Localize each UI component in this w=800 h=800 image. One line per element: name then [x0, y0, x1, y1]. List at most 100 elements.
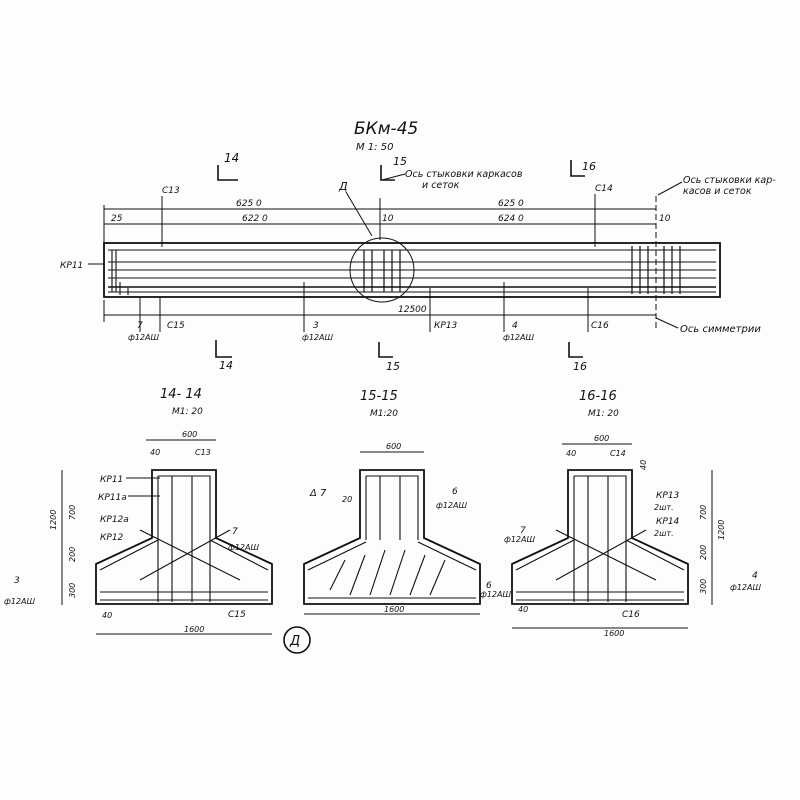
section-15-pos-6-top-spec: ф12АШ: [436, 501, 467, 510]
pos-7-label: 7: [137, 321, 143, 331]
section-16-kp13: КР13: [656, 491, 680, 501]
kp13-elevation-label: КР13: [434, 321, 458, 331]
section-marker-15-bottom-label: 15: [386, 360, 400, 373]
dim-25: 25: [111, 214, 123, 224]
section-16-pos-7: 7: [520, 526, 526, 536]
dim-12500: 12500: [398, 305, 427, 315]
section-14-scale: М1: 20: [172, 407, 203, 417]
section-15-hatching: [329, 549, 446, 596]
beam-outline: [103, 242, 721, 298]
section-15-pos-6-bottom: 6: [486, 581, 492, 591]
section-15-outline: [303, 469, 481, 605]
beam-stirrups-center: [363, 250, 401, 292]
section-marker-14-top-label: 14: [224, 151, 239, 165]
frame-c14-label: C14: [595, 184, 613, 194]
dim-6220: 622 0: [242, 214, 268, 224]
section-16-dim-300: 300: [699, 579, 708, 594]
section-16-cross: [555, 529, 657, 581]
section-14-dim-1600: 1600: [184, 625, 204, 634]
section-marker-16-top: [570, 160, 585, 177]
dim-6240: 624 0: [498, 214, 524, 224]
section-14-kp11a: КР11а: [98, 493, 127, 503]
dim-10-right: 10: [659, 214, 671, 224]
section-15-pos-6-bottom-spec: ф12АШ: [480, 590, 511, 599]
section-15-delta-7: Δ 7: [309, 488, 327, 499]
section-14-kp12a: КР12а: [100, 515, 129, 525]
section-14-dim-700: 700: [68, 505, 77, 520]
section-14-cross: [139, 529, 241, 581]
section-15-dim-20: 20: [342, 495, 352, 504]
detail-d-leader: [345, 191, 373, 237]
section-14-c13: C13: [195, 448, 211, 457]
section-marker-16-top-label: 16: [582, 160, 596, 173]
dim-10-center: 10: [382, 214, 394, 224]
section-15-pos-6-top: 6: [452, 487, 458, 497]
section-16-title: 16-16: [579, 389, 617, 404]
section-14-pos-7-spec: ф12АШ: [228, 543, 259, 552]
section-marker-14-bottom: [215, 340, 232, 358]
section-16-dim-700: 700: [699, 505, 708, 520]
section-14-dim-200: 200: [68, 547, 77, 562]
splice-axis-label-2: и сеток: [422, 180, 460, 191]
section-16-kp14-qty: 2шт.: [654, 529, 674, 538]
section-14-c15: C15: [228, 610, 246, 620]
section-14-pos-7: 7: [232, 527, 238, 537]
section-16-scale: М1: 20: [588, 409, 619, 419]
section-15-dim-600: 600: [386, 442, 401, 451]
drawing-title: БКм-45: [354, 119, 418, 139]
kp11-elevation-label: КР11: [60, 261, 83, 271]
section-16-dim-1200: 1200: [717, 520, 726, 540]
section-16-dim-40-right: 40: [639, 460, 648, 470]
section-16-dim-200: 200: [699, 545, 708, 560]
section-marker-15-top: [380, 165, 395, 181]
symmetry-axis-label: Ось симметрии: [680, 324, 761, 335]
section-marker-15-bottom: [378, 342, 393, 358]
section-14-dim-1200: 1200: [49, 510, 58, 530]
section-14-dim-300: 300: [68, 583, 77, 598]
c16-elevation-label: C16: [591, 321, 609, 331]
section-14-dim-40-bottom: 40: [102, 611, 112, 620]
section-16-c14: C14: [610, 449, 626, 458]
detail-d-circle: [349, 237, 415, 303]
detail-d-marker-label: Д: [289, 634, 300, 649]
section-14-kp12: КР12: [100, 533, 124, 543]
section-14-pos-3-spec: ф12АШ: [4, 597, 35, 606]
symmetry-axis-leader: [655, 317, 679, 329]
splice-axis-right-label-1: Ось стыковки кар-: [683, 175, 776, 186]
section-marker-16-bottom-label: 16: [573, 360, 587, 373]
section-14-dim-600-label: 600: [182, 430, 197, 439]
section-16-c16: C16: [622, 610, 640, 620]
section-15-title: 15-15: [360, 389, 398, 404]
section-15-rebars: [307, 475, 477, 599]
beam-stirrups-right: [631, 246, 681, 294]
section-16-dim-40-bottom: 40: [518, 605, 528, 614]
splice-axis-right-leader: [657, 181, 683, 196]
section-16-outline: [511, 469, 689, 605]
splice-axis-leader: [381, 173, 406, 181]
detail-d-callout: Д: [338, 180, 348, 193]
section-16-dim-1600: 1600: [604, 629, 624, 638]
section-15-dim-1600: 1600: [384, 605, 404, 614]
pos-3-label: 3: [313, 321, 319, 331]
section-14-kp11: КР11: [100, 475, 123, 485]
section-14-title: 14- 14: [160, 387, 202, 402]
section-marker-16-bottom: [568, 342, 583, 358]
section-16-pos-7-spec: ф12АШ: [504, 535, 535, 544]
pos-3-spec: ф12АШ: [302, 333, 333, 342]
section-16-dim-600: 600: [594, 434, 609, 443]
section-marker-14-top: [217, 165, 238, 181]
section-marker-14-bottom-label: 14: [219, 359, 233, 372]
section-16-kp13-qty: 2шт.: [654, 503, 674, 512]
section-16-dim-40: 40: [566, 449, 576, 458]
pos-4-label: 4: [512, 321, 518, 331]
section-14-14: 14- 14 М1: 20 600 40 C13 1200 700 200 30…: [4, 387, 273, 635]
beam-elevation: 14 15 16 14 15 16 Ось стыковки каркасов …: [60, 151, 776, 373]
section-15-scale: М1:20: [370, 409, 398, 419]
dim-6250-right: 625 0: [498, 199, 524, 209]
section-14-pos-3: 3: [14, 576, 20, 586]
section-16-kp14: КР14: [656, 517, 680, 527]
drawing-scale: М 1: 50: [356, 142, 393, 153]
pos-4-spec: ф12АШ: [503, 333, 534, 342]
